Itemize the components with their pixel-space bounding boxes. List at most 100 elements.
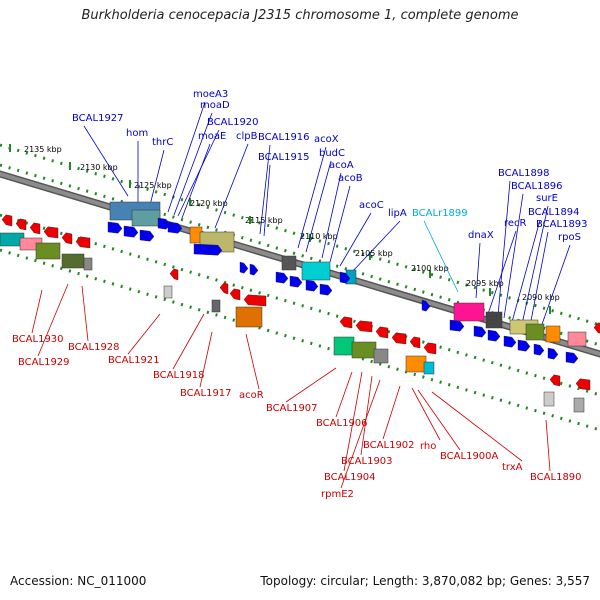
gene-leader-line: [343, 371, 363, 472]
scale-tick-label: 2135 kbp: [24, 145, 62, 154]
gene-label[interactable]: BCAL1900A: [440, 451, 499, 462]
gene-feature-box: [545, 325, 561, 343]
forward-gene-arrow: [449, 319, 465, 332]
gene-leader-line: [181, 143, 211, 219]
gene-leader-line: [199, 331, 213, 388]
gene-label[interactable]: BCAL1929: [18, 357, 70, 368]
gene-label[interactable]: BCAL1915: [258, 152, 310, 163]
scale-tick-label: 2130 kbp: [80, 163, 118, 172]
gene-leader-line: [263, 164, 271, 237]
gene-label[interactable]: BCAL1930: [12, 334, 64, 345]
forward-gene-arrow: [339, 271, 351, 284]
gene-feature-box: [485, 311, 503, 329]
gene-label[interactable]: lipA: [388, 208, 407, 219]
gene-label[interactable]: BCAL1916: [258, 132, 310, 143]
gene-leader-line: [173, 112, 213, 216]
forward-gene-arrow: [107, 221, 123, 234]
gene-label[interactable]: surE: [536, 193, 558, 204]
gene-feature-box: [525, 323, 545, 341]
gene-leader-line: [149, 149, 165, 206]
gene-label[interactable]: BCAL1906: [316, 418, 368, 429]
gene-feature-box: [351, 341, 377, 359]
scale-tick-label: 2125 kbp: [134, 181, 172, 190]
reverse-gene-arrow: [593, 322, 600, 334]
ruler-track-2: [0, 213, 600, 397]
gene-label[interactable]: BCAL1894: [528, 207, 580, 218]
gene-label[interactable]: BCAL1907: [266, 403, 318, 414]
reverse-gene-arrow: [75, 236, 91, 249]
gene-leader-line: [305, 160, 332, 253]
gene-label[interactable]: rpoS: [558, 232, 581, 243]
gene-feature-box: [61, 253, 85, 269]
gene-feature-box: [83, 257, 93, 271]
gene-label[interactable]: BCAL1917: [180, 388, 232, 399]
gene-label[interactable]: clpB: [236, 131, 258, 142]
gene-feature-box: [405, 355, 427, 373]
gene-label[interactable]: acoC: [359, 200, 384, 211]
gene-label[interactable]: BCAL1893: [536, 219, 588, 230]
gene-leader-line: [475, 242, 481, 299]
gene-label[interactable]: BCAL1918: [153, 370, 205, 381]
scale-tick-label: 2105 kbp: [355, 249, 393, 258]
gene-label[interactable]: BCAL1903: [341, 456, 393, 467]
gene-label[interactable]: acoX: [314, 134, 339, 145]
gene-label[interactable]: dnaX: [468, 230, 494, 241]
gene-leader-line: [297, 146, 327, 249]
gene-label[interactable]: BCAL1902: [363, 440, 415, 451]
gene-label[interactable]: rpmE2: [321, 489, 354, 500]
forward-gene-arrow: [239, 261, 249, 274]
reverse-gene-arrow: [15, 218, 27, 231]
gene-label[interactable]: thrC: [152, 137, 173, 148]
gene-leader-line: [83, 125, 129, 197]
gene-label[interactable]: BCAL1927: [72, 113, 124, 124]
forward-gene-arrow: [319, 283, 333, 296]
forward-gene-arrow: [547, 347, 559, 360]
reverse-gene-arrow: [375, 326, 389, 339]
gene-feature-box: [543, 391, 555, 407]
gene-label[interactable]: BCAL1921: [108, 355, 160, 366]
reverse-gene-arrow: [355, 320, 373, 333]
gene-label[interactable]: BCAL1904: [324, 472, 376, 483]
gene-feature-box: [423, 361, 435, 375]
gene-label[interactable]: BCAL1890: [530, 472, 582, 483]
reverse-gene-arrow: [229, 288, 241, 301]
gene-leader-line: [167, 101, 206, 213]
forward-gene-arrow: [305, 279, 319, 292]
gene-label[interactable]: BCAL1898: [498, 168, 550, 179]
gene-leader-line: [37, 283, 69, 357]
gene-label[interactable]: rho: [420, 441, 436, 452]
gene-label[interactable]: BCAL1896: [511, 181, 563, 192]
gene-leader-line: [511, 219, 541, 323]
gene-label[interactable]: BCAL1928: [68, 342, 120, 353]
gene-label[interactable]: BCALr1899: [412, 208, 468, 219]
scale-tick-label: 2095 kbp: [466, 279, 504, 288]
reverse-gene-arrow: [1, 214, 13, 227]
reverse-gene-arrow: [219, 282, 229, 295]
gene-label[interactable]: budC: [319, 148, 345, 159]
gene-label[interactable]: recR: [504, 218, 527, 229]
forward-gene-arrow: [503, 335, 517, 348]
reverse-gene-arrow: [243, 294, 267, 307]
reverse-gene-arrow: [549, 374, 561, 387]
gene-leader-line: [351, 220, 401, 273]
gene-label[interactable]: moaE: [198, 131, 226, 142]
forward-gene-arrow: [193, 243, 223, 256]
gene-leader-line: [503, 193, 524, 319]
gene-label[interactable]: hom: [126, 128, 148, 139]
gene-label[interactable]: trxA: [502, 462, 523, 473]
gene-leader-line: [382, 385, 401, 440]
gene-leader-line: [339, 212, 372, 267]
reverse-gene-arrow: [29, 222, 41, 235]
gene-label[interactable]: acoR: [239, 390, 264, 401]
scale-tick-label: 2100 kbp: [411, 264, 449, 273]
gene-label[interactable]: moaD: [200, 100, 230, 111]
gene-leader-line: [360, 375, 373, 456]
gene-label[interactable]: moeA3: [193, 89, 228, 100]
gene-label[interactable]: acoA: [329, 160, 354, 171]
gene-feature-box: [567, 331, 587, 347]
gene-leader-line: [81, 285, 89, 342]
gene-label[interactable]: acoB: [338, 173, 363, 184]
gene-label[interactable]: BCAL1920: [207, 117, 259, 128]
gene-leader-line: [539, 244, 571, 331]
